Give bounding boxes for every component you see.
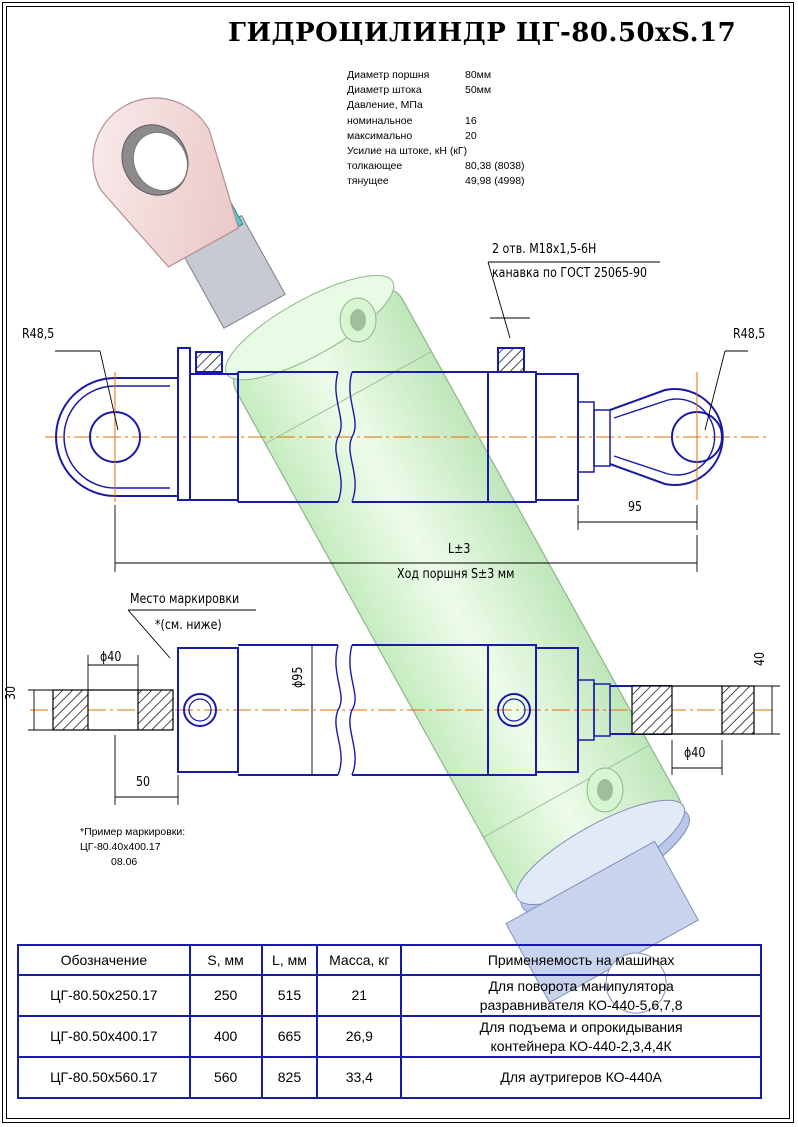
spec-label: Давление, МПа — [347, 99, 423, 112]
top-view-dimensions — [55, 261, 748, 572]
spec-label: тянущее — [347, 175, 389, 188]
spec-value: 50мм — [465, 84, 492, 97]
stroke-label: Ход поршня S±3 мм — [397, 567, 515, 582]
spec-label: Усилие на штоке, кН (кГ) — [347, 144, 468, 157]
spec-value: 80,38 (8038) — [465, 160, 525, 173]
table-header-row: Обозначение S, мм L, мм Масса, кг Примен… — [17, 944, 762, 976]
header-designation: Обозначение — [17, 944, 191, 976]
spec-value: 16 — [465, 114, 477, 127]
sheet-frame-inner — [6, 6, 790, 1119]
cell-mass: 33,4 — [316, 1056, 403, 1099]
cell-stroke: 250 — [188, 974, 263, 1017]
header-usage: Применяемость на машинах — [400, 944, 762, 976]
cell-length: 515 — [260, 974, 319, 1017]
body-diameter-label: ϕ95 — [291, 666, 306, 688]
left-eye-width-label: 30 — [4, 685, 19, 700]
radius-right-label: R48,5 — [733, 327, 766, 342]
cell-usage: Для подъема и опрокидывания контейнера КО… — [400, 1015, 762, 1058]
usage-line: Для подъема и опрокидывания — [479, 1018, 683, 1035]
side-view-2d — [30, 644, 775, 776]
cylinder-3d-view — [92, 97, 699, 1014]
spec-label: Диаметр поршня — [347, 69, 430, 81]
radius-left-label: R48,5 — [22, 327, 55, 342]
usage-line: контейнера КО-440-2,3,4,4К — [490, 1037, 672, 1054]
spec-value: 80мм — [465, 69, 492, 81]
marking-example-title: *Пример маркировки: — [80, 826, 186, 838]
cell-mass: 21 — [316, 974, 403, 1017]
applicability-table: Обозначение S, мм L, мм Масса, кг Примен… — [17, 944, 762, 1099]
left-eye-offset-label: 50 — [136, 775, 151, 790]
cell-length: 825 — [260, 1056, 319, 1099]
usage-line: Для аутригеров КО-440А — [500, 1069, 662, 1085]
marking-see-label: *(см. ниже) — [155, 618, 222, 633]
cell-designation: ЦГ-80.50х400.17 — [17, 1015, 191, 1058]
side-view-dimensions — [28, 609, 780, 805]
header-stroke: S, мм — [188, 944, 263, 976]
spec-value: 49,98 (4998) — [465, 175, 525, 188]
eye-offset-label: 95 — [628, 500, 643, 515]
cell-designation: ЦГ-80.50х250.17 — [17, 974, 191, 1017]
length-label: L±3 — [448, 542, 471, 557]
header-mass: Масса, кг — [316, 944, 403, 976]
table-row: ЦГ-80.50х400.17 400 665 26,9 Для подъема… — [17, 1015, 762, 1058]
table-row: ЦГ-80.50х560.17 560 825 33,4 Для аутриге… — [17, 1056, 762, 1099]
spec-label: максимально — [347, 129, 413, 142]
spec-value: 20 — [465, 129, 477, 142]
cell-usage: Для поворота манипулятора разравнивателя … — [400, 974, 762, 1017]
spec-label: Диаметр штока — [347, 84, 422, 97]
usage-line: Для поворота манипулятора — [488, 977, 674, 994]
top-view-2d — [45, 347, 770, 503]
table-row: ЦГ-80.50х250.17 250 515 21 Для поворота … — [17, 974, 762, 1017]
spec-label: номинальное — [347, 114, 413, 127]
cell-stroke: 400 — [188, 1015, 263, 1058]
usage-line: разравнивателя КО-440-5,6,7,8 — [479, 996, 683, 1013]
cell-mass: 26,9 — [316, 1015, 403, 1058]
marking-example-line2: 08.06 — [111, 856, 138, 868]
header-length: L, мм — [260, 944, 319, 976]
spec-label: толкающее — [347, 160, 403, 173]
right-eye-diameter-label: ϕ40 — [684, 746, 706, 761]
drawing-title: ГИДРОЦИЛИНДР ЦГ-80.50хS.17 — [228, 18, 737, 48]
cell-stroke: 560 — [188, 1056, 263, 1099]
cell-length: 665 — [260, 1015, 319, 1058]
marking-example-line1: ЦГ-80.40х400.17 — [80, 841, 161, 853]
port-thread-label: 2 отв. М18х1,5-6Н — [492, 242, 597, 257]
cell-usage: Для аутригеров КО-440А — [400, 1056, 762, 1099]
cell-designation: ЦГ-80.50х560.17 — [17, 1056, 191, 1099]
groove-label: канавка по ГОСТ 25065-90 — [492, 266, 648, 281]
marking-place-label: Место маркировки — [130, 592, 240, 607]
left-eye-diameter-label: ϕ40 — [100, 650, 122, 665]
right-eye-width-label: 40 — [753, 651, 768, 666]
